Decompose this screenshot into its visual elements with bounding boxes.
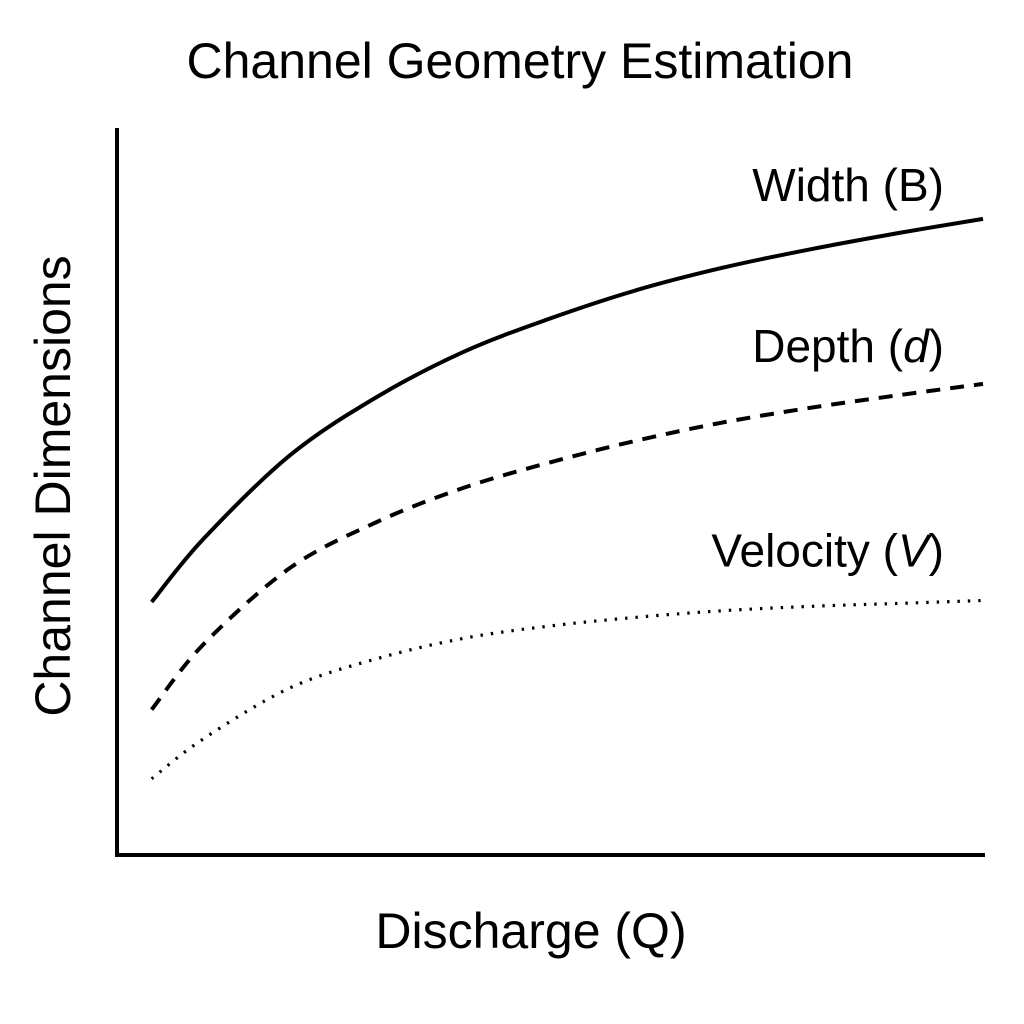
chart-title: Channel Geometry Estimation — [187, 33, 854, 89]
series-label-depth-d: Depth (d) — [752, 320, 944, 372]
series-label-layer: Width (B) Depth (d) Velocity (V) — [711, 159, 944, 577]
y-axis-label: Channel Dimensions — [25, 255, 81, 716]
series-line-width-b — [150, 216, 984, 604]
series-line-depth-d — [150, 381, 984, 711]
series-label-width-b: Width (B) — [752, 159, 944, 211]
series-label-velocity-v: Velocity (V) — [711, 525, 944, 577]
series-layer — [150, 216, 984, 780]
x-axis-label: Discharge (Q) — [375, 903, 686, 959]
series-line-velocity-v — [150, 598, 984, 780]
